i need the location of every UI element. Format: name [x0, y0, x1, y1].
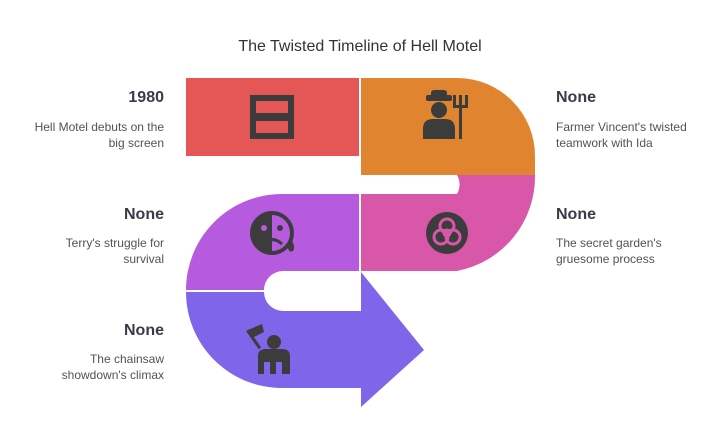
event-5-year: None [124, 322, 164, 339]
event-4-year: None [124, 206, 164, 223]
event-3-year: None [556, 206, 596, 223]
biohazard-icon [426, 212, 468, 254]
event-1-year: 1980 [128, 89, 164, 106]
sad-face-icon [250, 211, 295, 255]
segment-5 [186, 272, 424, 407]
axe-person-icon [246, 324, 290, 374]
event-1-desc: Hell Motel debuts on the big screen [34, 120, 164, 150]
event-5-desc: The chainsaw showdown's climax [61, 352, 164, 382]
event-2-year: None [556, 89, 596, 106]
diagram-title: The Twisted Timeline of Hell Motel [238, 38, 482, 55]
event-4-desc: Terry's struggle for survival [65, 236, 164, 266]
segment-4 [186, 194, 359, 290]
film-icon [250, 95, 294, 139]
farmer-pitchfork-icon [423, 90, 468, 139]
event-3-desc: The secret garden's gruesome process [556, 236, 662, 266]
event-2-desc: Farmer Vincent's twisted teamwork with I… [556, 120, 687, 150]
